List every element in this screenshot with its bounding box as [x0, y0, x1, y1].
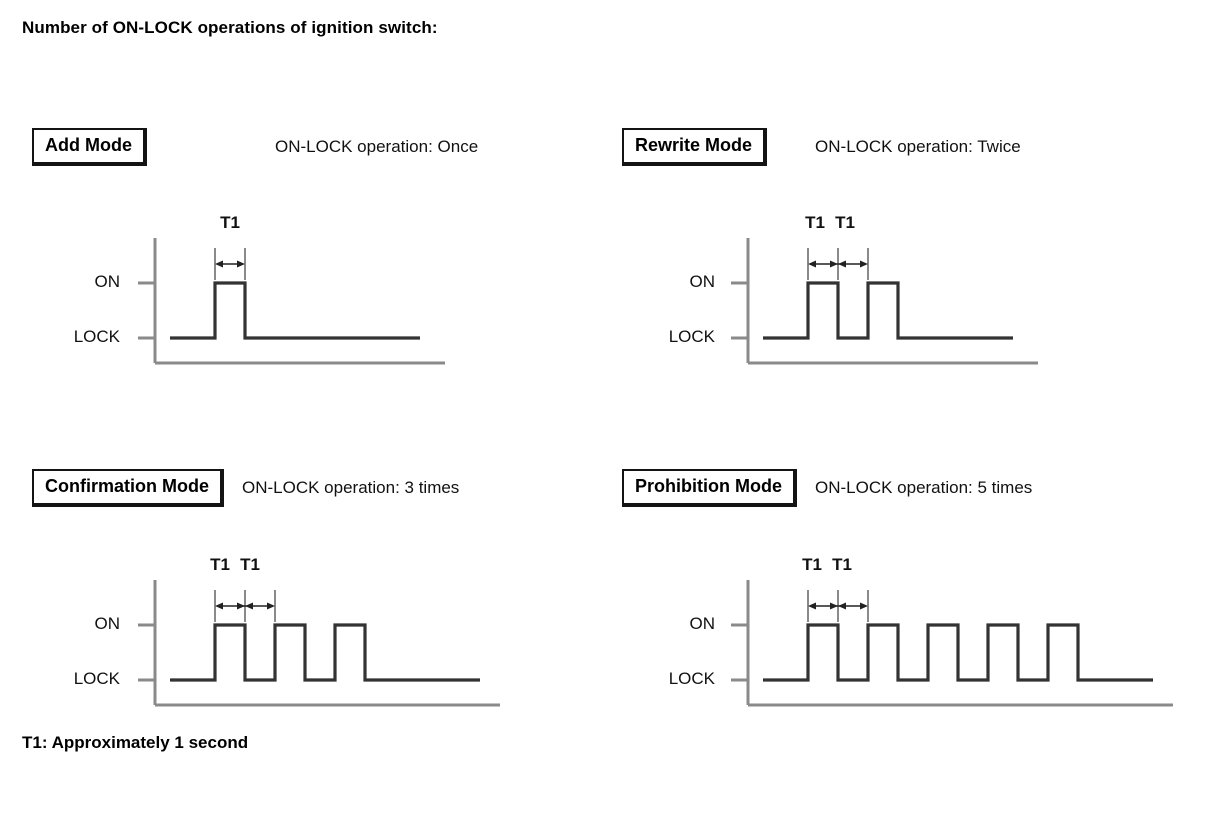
- t1-label-1: T1: [805, 213, 825, 232]
- axis-label-on: ON: [94, 272, 121, 291]
- mode-operation-text: ON-LOCK operation: Once: [275, 136, 479, 156]
- axis-label-lock: LOCK: [668, 669, 715, 688]
- waveform-prohibition-mode: [723, 572, 1183, 717]
- axis-label-on: ON: [689, 272, 716, 291]
- mode-operation-text: ON-LOCK operation: Twice: [815, 136, 1021, 156]
- waveform-add-mode: [130, 230, 460, 375]
- page-title: Number of ON-LOCK operations of ignition…: [22, 18, 438, 37]
- mode-header: Confirmation Mode ON-LOCK operation: 3 t…: [32, 469, 459, 507]
- axis-label-on: ON: [94, 614, 121, 633]
- axis-label-lock: LOCK: [668, 327, 715, 346]
- mode-box-add-mode: Add Mode: [32, 128, 147, 166]
- t1-label-2: T1: [240, 555, 260, 574]
- axis-label-lock: LOCK: [73, 327, 120, 346]
- mode-box-prohibition-mode: Prohibition Mode: [622, 469, 797, 507]
- t1-label-2: T1: [835, 213, 855, 232]
- footnote-t1: T1: Approximately 1 second: [22, 733, 249, 752]
- mode-operation-text: ON-LOCK operation: 5 times: [814, 477, 1033, 497]
- mode-box-confirmation-mode: Confirmation Mode: [32, 469, 224, 507]
- waveform-confirmation-mode: [130, 572, 510, 717]
- axis-label-on: ON: [689, 614, 716, 633]
- t1-label-2: T1: [832, 555, 852, 574]
- t1-label-1: T1: [802, 555, 822, 574]
- mode-operation-text: ON-LOCK operation: 3 times: [242, 477, 460, 497]
- mode-box-rewrite-mode: Rewrite Mode: [622, 128, 768, 166]
- waveform-rewrite-mode: [723, 230, 1053, 375]
- t1-label-1: T1: [210, 555, 230, 574]
- axis-label-lock: LOCK: [73, 669, 120, 688]
- t1-label: T1: [220, 213, 240, 232]
- mode-header: Prohibition Mode ON-LOCK operation: 5 ti…: [622, 469, 1032, 507]
- mode-header: Rewrite Mode ON-LOCK operation: Twice: [622, 128, 1021, 166]
- mode-header: Add Mode ON-LOCK operation: Once: [32, 128, 478, 166]
